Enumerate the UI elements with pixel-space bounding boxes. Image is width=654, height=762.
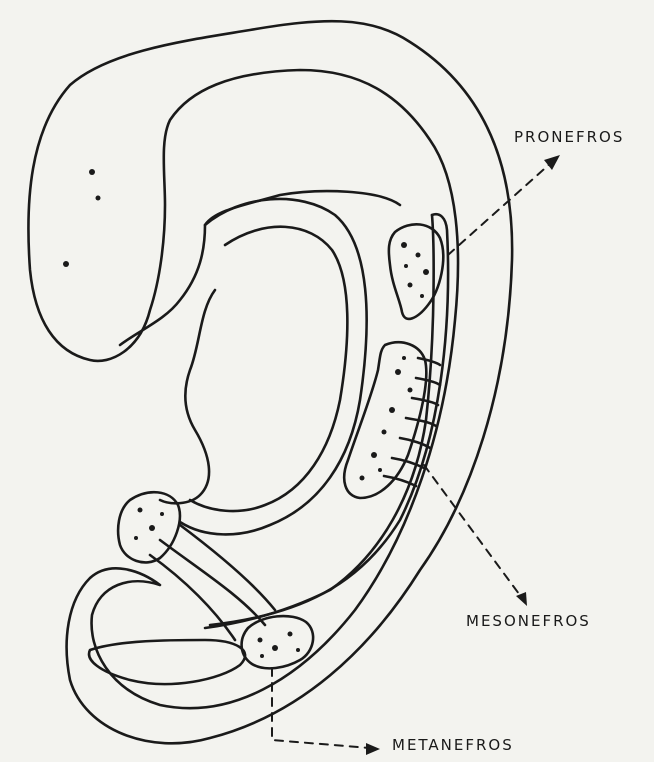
label-metanefros: METANEFROS bbox=[392, 736, 514, 754]
label-pronefros: PRONEFROS bbox=[514, 128, 624, 146]
leader-mesonefros bbox=[424, 465, 522, 598]
heart-loop bbox=[160, 290, 215, 503]
metanephros bbox=[242, 616, 314, 668]
leader-metanefros bbox=[272, 668, 370, 748]
hindgut-line-1 bbox=[150, 555, 235, 640]
head-contour bbox=[120, 191, 400, 345]
arrowhead-metanefros bbox=[366, 743, 380, 755]
gut-tube-inner bbox=[190, 227, 347, 511]
label-mesonefros: MESONEFROS bbox=[466, 612, 591, 630]
mesonephric-tubules bbox=[384, 358, 440, 486]
arrowhead-mesonefros bbox=[516, 592, 527, 606]
pronephros bbox=[389, 224, 443, 319]
nephric-duct-inner bbox=[205, 215, 434, 628]
arrowhead-pronefros bbox=[544, 155, 560, 170]
leader-pronefros bbox=[448, 162, 552, 255]
hindgut-line-3 bbox=[180, 525, 275, 610]
